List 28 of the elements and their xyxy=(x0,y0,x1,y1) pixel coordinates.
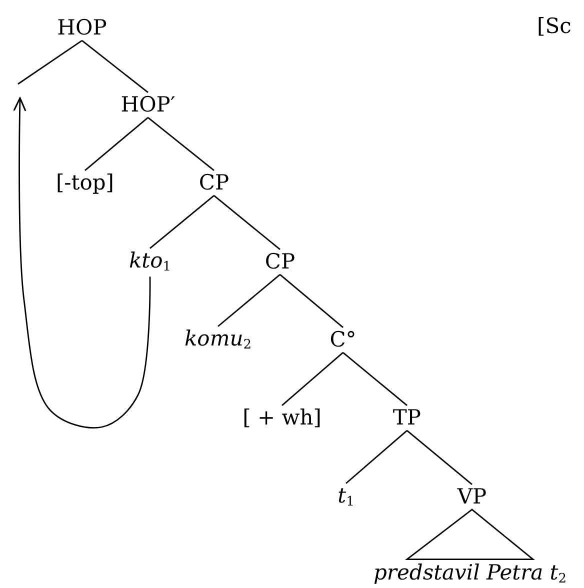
tree-branch xyxy=(342,352,408,406)
tree-branch xyxy=(280,274,344,328)
node-label: HOP xyxy=(57,16,107,40)
tree-branch xyxy=(84,117,148,171)
node-label: [ + wh] xyxy=(242,406,322,430)
node-label: t$_{1}$ xyxy=(338,484,354,510)
node-label: C° xyxy=(330,328,356,352)
node-label: CP xyxy=(264,250,296,274)
node-label: predstavil Petra t$_{2}$ xyxy=(373,561,567,587)
node-label: TP xyxy=(392,406,422,430)
triangle-branch xyxy=(404,508,535,560)
movement-arrow xyxy=(13,97,151,428)
tree-branch xyxy=(150,195,214,249)
tree-branch xyxy=(218,274,280,327)
tree-branch xyxy=(406,430,472,485)
tree-branch xyxy=(214,195,280,250)
tree-branch xyxy=(346,430,408,484)
tree-branch xyxy=(148,117,214,171)
node-label: CP xyxy=(198,171,230,195)
tree-branch xyxy=(82,40,148,93)
cut-off-text: [Sc xyxy=(537,14,572,38)
node-label: [-top] xyxy=(56,171,114,195)
node-label: VP xyxy=(457,485,487,509)
node-label: HOP′ xyxy=(120,93,176,117)
tree-branch xyxy=(18,40,82,85)
node-label: kto$_{1}$ xyxy=(128,249,172,275)
tree-branch xyxy=(282,352,344,406)
node-label: komu$_{2}$ xyxy=(184,327,252,353)
